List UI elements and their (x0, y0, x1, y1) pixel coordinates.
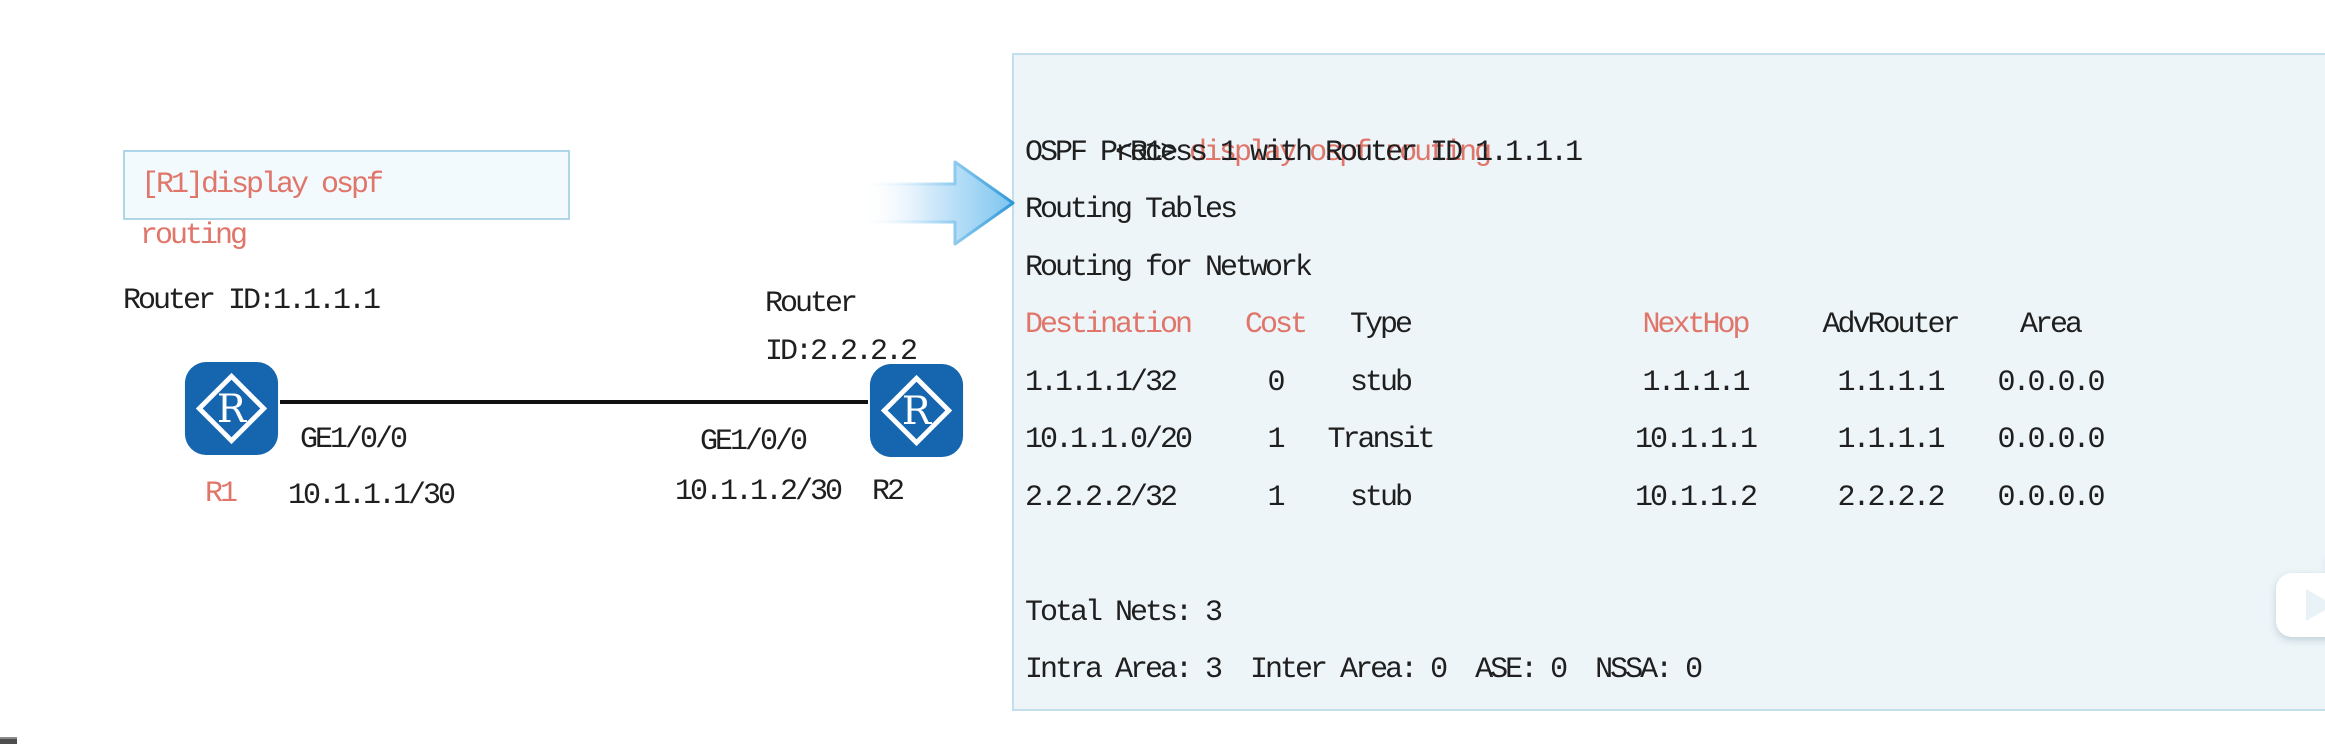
routing-table-row: 2.2.2.2/32 1 stub 10.1.1.2 2.2.2.2 0.0.0… (1025, 470, 2325, 528)
cell-destination: 10.1.1.0/20 (1025, 423, 1193, 457)
r1-name-label: R1 (205, 477, 238, 511)
console-panel: <R1> display ospf routing OSPF Process 1 … (1012, 53, 2325, 711)
router-glyph-r2: R (902, 389, 933, 434)
cell-cost: 0 (1267, 365, 1285, 400)
cell-type: stub (1349, 365, 1413, 400)
cell-advrouter: 1.1.1.1 (1837, 365, 1945, 400)
command-callout-line1: [R1]display ospf (141, 168, 384, 202)
console-prompt-line: <R1> display ospf routing (1025, 67, 2325, 170)
cell-type: stub (1349, 480, 1413, 515)
router-glyph-r1: R (217, 387, 248, 432)
link-line (280, 400, 868, 404)
cell-area: 0.0.0.0 (1997, 480, 2105, 515)
r1-router-id-label: Router ID:1.1.1.1 (123, 284, 381, 318)
total-nets-line: Total Nets: 3 (1025, 595, 1223, 630)
command-callout-line2: routing (140, 219, 248, 253)
console-prompt: <R1> (1115, 135, 1178, 170)
header-area: Area (2019, 308, 2083, 342)
header-advrouter: AdvRouter (1822, 308, 1960, 342)
routing-table-row: 10.1.1.0/20 1 Transit 10.1.1.1 1.1.1.1 0… (1025, 412, 2325, 470)
cell-nexthop: 1.1.1.1 (1642, 365, 1750, 400)
cell-destination: 1.1.1.1/32 (1025, 365, 1178, 400)
cell-cost: 1 (1267, 423, 1285, 457)
cell-nexthop: 10.1.1.2 (1634, 480, 1758, 515)
cell-cost: 1 (1267, 480, 1285, 515)
r2-router-id-label-line2: ID:2.2.2.2 (765, 335, 918, 369)
r2-ip-label: 10.1.1.2/30 (675, 475, 843, 509)
r2-name-label: R2 (872, 475, 905, 509)
area-summary-line: Intra Area: 3 Inter Area: 0 ASE: 0 NSSA:… (1025, 653, 1703, 687)
header-destination: Destination (1025, 308, 1193, 342)
console-tables-line: Routing Tables (1025, 193, 1238, 227)
r1-interface-label: GE1/0/0 (300, 423, 408, 457)
cell-nexthop: 10.1.1.1 (1634, 423, 1758, 457)
cell-advrouter: 2.2.2.2 (1837, 480, 1945, 515)
routing-table-header-row: Destination Cost Type NextHop AdvRouter … (1025, 297, 2325, 355)
r2-router-id-label-line1: Router (765, 287, 858, 321)
cell-destination: 2.2.2.2/32 (1025, 480, 1178, 515)
r1-ip-label: 10.1.1.1/30 (288, 479, 456, 513)
command-callout-box: [R1]display ospf (123, 150, 570, 220)
header-nexthop: NextHop (1642, 308, 1750, 342)
console-command: display ospf routing (1189, 135, 1492, 170)
cell-type: Transit (1327, 423, 1435, 457)
header-type: Type (1349, 308, 1413, 342)
console-process-line: OSPF Process 1 with Router ID 1.1.1.1 (1025, 135, 1583, 170)
console-blank-line (1025, 527, 2325, 585)
r2-interface-label: GE1/0/0 (700, 425, 808, 459)
cell-advrouter: 1.1.1.1 (1837, 423, 1945, 457)
cell-area: 0.0.0.0 (1997, 365, 2105, 400)
router-icon-r2: R (869, 363, 964, 458)
progress-bar-fragment (0, 737, 17, 744)
console-network-line: Routing for Network (1025, 250, 1313, 285)
right-arrow-icon (858, 160, 1015, 246)
video-play-icon[interactable] (2270, 545, 2325, 645)
header-cost: Cost (1244, 308, 1308, 342)
cell-area: 0.0.0.0 (1997, 423, 2105, 457)
routing-table-row: 1.1.1.1/32 0 stub 1.1.1.1 1.1.1.1 0.0.0.… (1025, 355, 2325, 413)
router-icon-r1: R (184, 361, 279, 456)
